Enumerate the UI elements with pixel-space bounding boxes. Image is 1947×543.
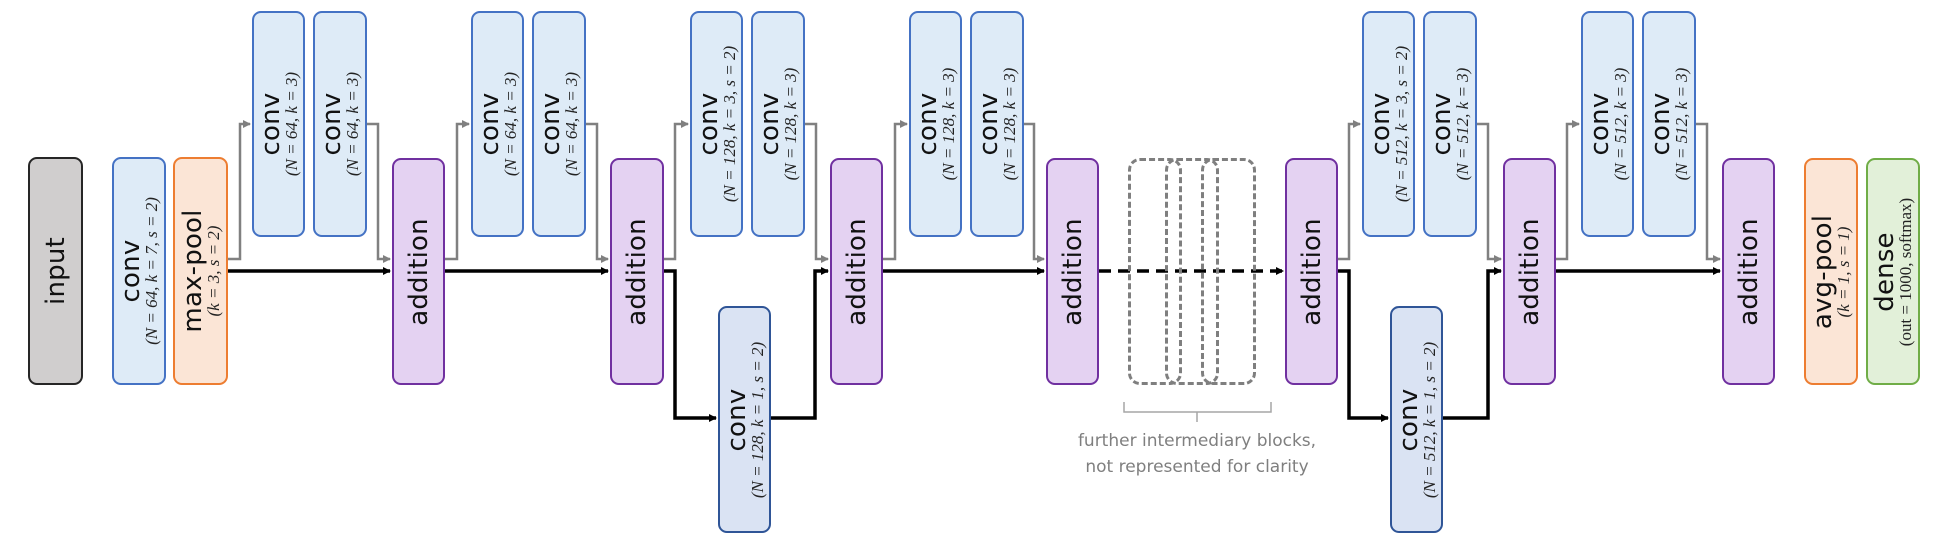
note-line-1: further intermediary blocks, — [1077, 431, 1317, 451]
node-param: (N = 512, k = 3) — [1610, 67, 1630, 181]
node-param: (k = 3, s = 2) — [203, 225, 223, 317]
node-param: (N = 128, k = 3) — [938, 67, 958, 181]
conv-node-b1c2: conv(N = 64, k = 3) — [313, 11, 367, 237]
addition-node-7: addition — [1722, 158, 1775, 385]
node-param: (N = 512, k = 3, s = 2) — [1391, 45, 1411, 203]
node-title: conv — [536, 92, 566, 156]
addition-node-4: addition — [1046, 158, 1099, 385]
conv-node-b1c1: conv(N = 64, k = 3) — [252, 11, 305, 237]
node-param: (N = 64, k = 7, s = 2) — [142, 197, 161, 345]
residual-path-b4c2-add4 — [1024, 122, 1045, 263]
conv-node-b3-shortcut: conv(N = 128, k = 1, s = 2) — [718, 306, 771, 533]
shortcut-path-add2-b3s — [664, 269, 717, 422]
conv-node-b4c1: conv(N = 128, k = 3) — [909, 11, 962, 237]
conv-node-b6c1: conv(N = 512, k = 3) — [1581, 11, 1634, 237]
node-param: (N = 128, k = 3) — [781, 67, 800, 181]
residual-path-b2c2-add2 — [586, 122, 609, 263]
residual-path-b5c2-add6 — [1477, 122, 1502, 263]
node-title: conv — [1584, 92, 1615, 156]
node-title: avg-pool — [1808, 214, 1838, 329]
node-param: (N = 64, k = 3) — [343, 71, 362, 177]
node-title: addition — [1296, 217, 1327, 326]
placeholder-block-2 — [1165, 158, 1219, 385]
node-title: conv — [974, 92, 1004, 156]
node-title: conv — [912, 92, 943, 156]
residual-path-maxpool-b1c1 — [228, 120, 251, 261]
conv-node-b5c2: conv(N = 512, k = 3) — [1423, 11, 1477, 237]
residual-path-add1-b2c1 — [445, 120, 470, 261]
node-title: addition — [403, 217, 434, 326]
node-title: conv — [255, 92, 286, 156]
node-param: (N = 128, k = 3) — [1000, 67, 1019, 181]
node-title: conv — [693, 92, 724, 156]
addition-node-6: addition — [1503, 158, 1556, 385]
conv-node-b5-shortcut: conv(N = 512, k = 1, s = 2) — [1390, 306, 1443, 533]
shortcut-path-add5-b5s — [1338, 269, 1389, 422]
node-title: conv — [1393, 388, 1424, 451]
placeholder-block-1 — [1128, 158, 1182, 385]
residual-path-b1c2-add1 — [367, 122, 391, 263]
note-line-2: not represented for clarity — [1085, 457, 1309, 477]
conv-node-b6c2: conv(N = 512, k = 3) — [1642, 11, 1696, 237]
node-param: (k = 1, s = 1) — [1834, 226, 1853, 317]
node-param: (N = 512, k = 3) — [1453, 67, 1472, 181]
node-param: (N = 64, k = 3) — [281, 71, 301, 177]
node-title: conv — [317, 92, 347, 156]
node-param: (N = 128, k = 3, s = 2) — [719, 45, 739, 203]
input-node: input — [28, 157, 83, 385]
node-param: (N = 128, k = 1, s = 2) — [747, 341, 767, 498]
node-param: (N = 512, k = 3) — [1672, 67, 1691, 181]
shortcut-path-b3s-add3 — [771, 267, 829, 420]
dense-node: dense (out = 1000, softmax) — [1866, 158, 1920, 385]
node-title: max-pool — [177, 209, 208, 333]
node-title: addition — [1514, 217, 1545, 326]
node-title: conv — [1427, 92, 1457, 156]
node-title: addition — [1733, 217, 1764, 326]
node-title: conv — [474, 92, 505, 156]
node-param: (N = 64, k = 3) — [500, 71, 520, 177]
residual-path-add3-b4c1 — [883, 120, 908, 261]
residual-path-b3c2-add3 — [805, 122, 829, 263]
node-title: conv — [755, 92, 785, 156]
maxpool-node: max-pool (k = 3, s = 2) — [173, 157, 228, 385]
node-title: dense — [1870, 231, 1900, 312]
conv-node-b3c1: conv(N = 128, k = 3, s = 2) — [690, 11, 743, 237]
conv-node-b5c1: conv(N = 512, k = 3, s = 2) — [1362, 11, 1415, 237]
node-title: conv — [721, 388, 752, 451]
node-title: addition — [1057, 217, 1088, 326]
residual-path-b6c2-add7 — [1696, 122, 1721, 263]
node-title: conv — [116, 239, 146, 303]
node-title: conv — [1365, 92, 1396, 156]
conv-node-b4c2: conv(N = 128, k = 3) — [970, 11, 1024, 237]
node-title: addition — [841, 217, 872, 326]
node-title: conv — [1646, 92, 1676, 156]
node-param: (out = 1000, softmax) — [1896, 197, 1915, 346]
node-param: (N = 64, k = 3) — [562, 71, 581, 177]
node-param: (N = 512, k = 1, s = 2) — [1419, 341, 1439, 498]
conv-node-b2c1: conv(N = 64, k = 3) — [471, 11, 524, 237]
input-label: input — [40, 237, 71, 305]
intermediary-blocks-note: further intermediary blocks, not represe… — [1047, 428, 1347, 480]
shortcut-path-b5s-add6 — [1443, 267, 1502, 420]
brace — [1123, 402, 1272, 422]
conv-node-b3c2: conv(N = 128, k = 3) — [751, 11, 805, 237]
conv-node-stem: conv (N = 64, k = 7, s = 2) — [112, 157, 166, 385]
residual-path-add5-b5c1 — [1338, 120, 1361, 261]
placeholder-block-3 — [1201, 158, 1256, 385]
residual-path-add6-b6c1 — [1556, 120, 1580, 261]
node-title: addition — [622, 217, 652, 326]
addition-node-2: addition — [610, 158, 664, 385]
addition-node-1: addition — [392, 158, 445, 385]
addition-node-5: addition — [1285, 158, 1338, 385]
residual-path-add2-b3c1 — [664, 120, 689, 261]
addition-node-3: addition — [830, 158, 883, 385]
conv-node-b2c2: conv(N = 64, k = 3) — [532, 11, 586, 237]
avgpool-node: avg-pool (k = 1, s = 1) — [1804, 158, 1858, 385]
